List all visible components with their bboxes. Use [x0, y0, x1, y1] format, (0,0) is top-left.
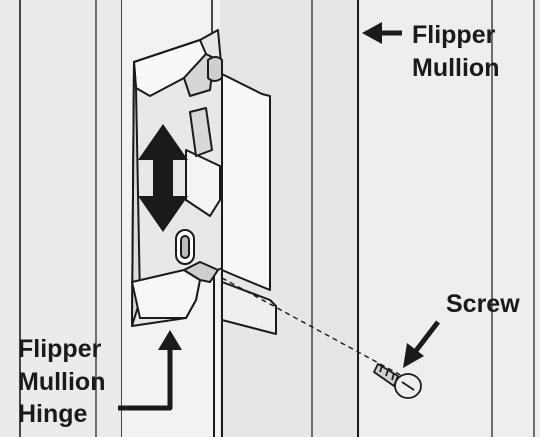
hinge-label-line-1: Flipper — [18, 335, 102, 363]
flipper-mullion-hinge — [132, 30, 222, 326]
screw-label: Screw — [446, 290, 520, 318]
flipper-mullion-label-line-2: Mullion — [412, 54, 499, 82]
hinge-label-line-3: Hinge — [18, 400, 88, 428]
hinge-label-line-2: Mullion — [18, 368, 105, 396]
flipper-mullion-label-line-1: Flipper — [412, 21, 496, 49]
